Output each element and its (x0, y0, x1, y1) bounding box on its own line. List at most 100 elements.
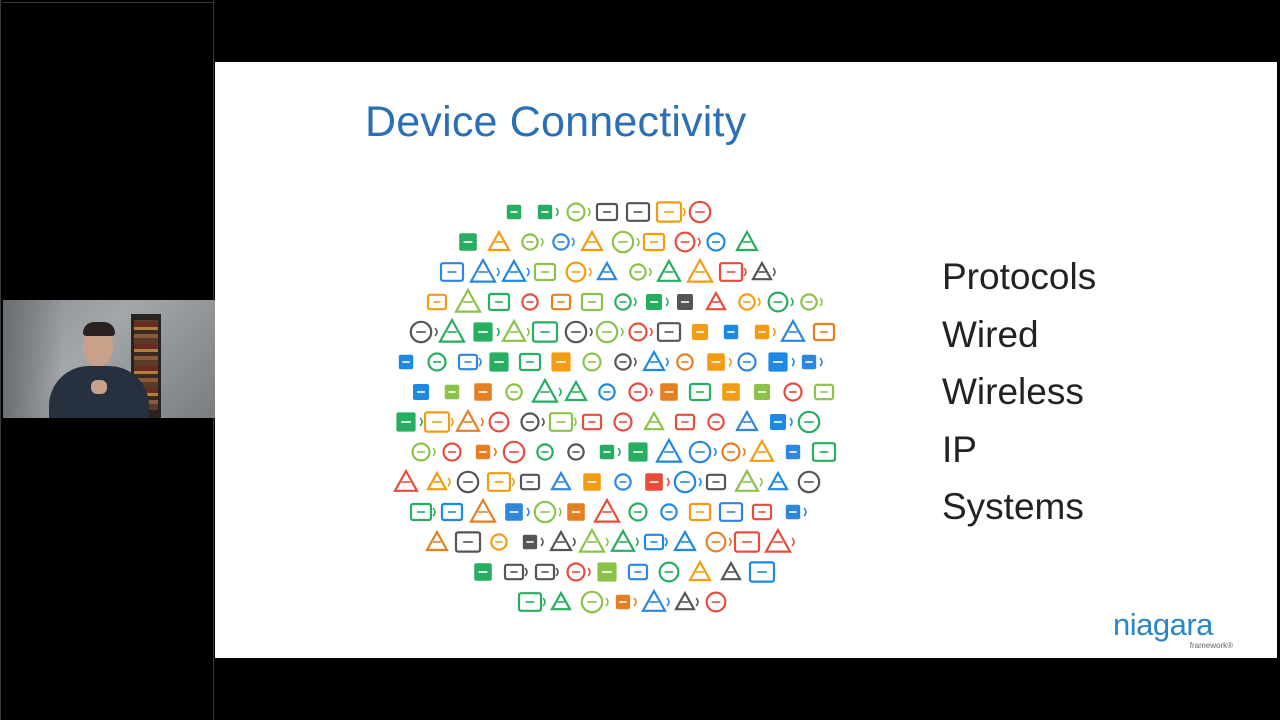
printer-icon (501, 258, 530, 282)
phone-icon (705, 531, 732, 553)
meter-icon (614, 353, 637, 371)
solar-panel-icon (490, 533, 508, 551)
meter-icon (688, 440, 717, 464)
presenter-webcam[interactable] (3, 300, 215, 418)
camera-icon (413, 384, 429, 400)
projector-icon (785, 444, 801, 460)
factory-icon (733, 531, 761, 553)
ship-icon (737, 352, 757, 372)
satellite-icon (582, 352, 602, 372)
shop-icon (474, 383, 492, 401)
fan-icon (688, 382, 712, 402)
ship-icon (597, 562, 617, 582)
camera-icon (643, 410, 665, 431)
building-icon (688, 502, 712, 522)
solar-panel-icon (564, 379, 588, 402)
fan-icon (705, 591, 727, 613)
shop-icon (785, 504, 807, 520)
phone-icon (518, 352, 542, 372)
presenter-hair (83, 322, 115, 336)
turbine-icon (660, 503, 678, 521)
presenter-hand (91, 380, 107, 394)
printer-icon (409, 320, 438, 344)
meter-icon (800, 293, 823, 311)
monitor-icon (660, 383, 678, 401)
car-icon (674, 231, 701, 253)
building-icon (566, 202, 591, 222)
meter-icon (474, 563, 492, 581)
thermostat-icon (646, 294, 669, 310)
server-icon (550, 293, 572, 311)
turbine-icon (581, 413, 603, 431)
tower-icon (770, 414, 793, 430)
factory-icon (735, 229, 759, 252)
fan-icon (614, 293, 637, 311)
factory-icon (628, 442, 648, 462)
bus-icon (488, 411, 510, 433)
airplane-icon (411, 442, 436, 462)
solar-panel-icon (487, 229, 511, 252)
lightbulb-icon (720, 560, 742, 581)
ship-icon (506, 204, 522, 220)
traffic-light-icon (688, 200, 712, 224)
lightbulb-icon (674, 413, 696, 431)
thermostat-icon (767, 470, 789, 491)
camera-icon (718, 502, 744, 522)
projector-icon (707, 353, 732, 371)
monitor-icon (674, 590, 699, 611)
lightbulb-icon (444, 384, 460, 400)
tower-icon (454, 531, 482, 553)
satellite-icon (469, 497, 497, 523)
monitor-icon (578, 527, 609, 553)
tower-icon (723, 324, 739, 340)
traffic-light-icon (517, 592, 546, 612)
meter-icon (505, 503, 530, 521)
topic-wireless: Wireless (942, 371, 1084, 412)
bus-icon (567, 503, 585, 521)
participant-panel (0, 0, 215, 720)
car-icon (567, 443, 585, 461)
airplane-icon (645, 473, 670, 491)
printer-icon (533, 500, 562, 524)
solar-panel-icon (487, 292, 511, 312)
printer-icon (721, 442, 746, 462)
tower-icon (531, 377, 562, 403)
car-icon (673, 529, 697, 552)
bus-icon (749, 438, 775, 462)
turbine-icon (531, 321, 559, 343)
car-icon (489, 352, 509, 372)
printer-icon (642, 349, 669, 372)
phone-icon (409, 502, 436, 522)
satellite-icon (396, 412, 423, 432)
airplane-icon (598, 383, 616, 401)
server-icon (673, 470, 702, 494)
satellite-icon (767, 291, 794, 313)
projector-icon (565, 261, 592, 283)
device-icons-graphic (393, 200, 837, 614)
turbine-icon (629, 263, 652, 281)
camera-icon (456, 470, 480, 494)
phone-icon (706, 232, 726, 252)
monitor-icon (580, 292, 604, 312)
monitor-icon (580, 229, 604, 252)
printer-icon (503, 563, 528, 581)
solar-panel-icon (580, 590, 609, 614)
airplane-icon (615, 594, 637, 610)
server-icon (442, 442, 462, 462)
lightbulb-icon (751, 503, 773, 521)
lightbulb-icon (628, 322, 653, 342)
airplane-icon (521, 233, 544, 251)
fan-icon (502, 440, 526, 464)
shop-icon (707, 413, 725, 431)
tower-icon (459, 233, 477, 251)
camera-icon (595, 202, 619, 222)
traffic-light-icon (505, 383, 523, 401)
topic-list: Protocols Wired Wireless IP Systems (942, 248, 1096, 536)
meter-icon (423, 411, 454, 433)
fan-icon (427, 352, 447, 372)
factory-icon (551, 352, 571, 372)
fan-icon (611, 230, 640, 254)
airplane-icon (521, 293, 539, 311)
satellite-icon (439, 262, 465, 282)
building-icon (613, 412, 633, 432)
